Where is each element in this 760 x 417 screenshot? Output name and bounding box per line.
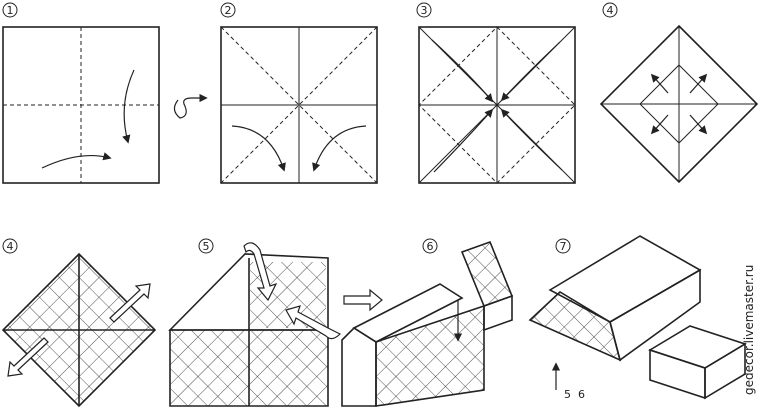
fold-in-arrow-right bbox=[285, 305, 342, 340]
step-4-top-number: 4 bbox=[607, 4, 614, 17]
step-7-box-front bbox=[609, 268, 701, 362]
next-step-arrow bbox=[343, 288, 383, 312]
pull-arrow-down-left bbox=[7, 337, 49, 377]
step-4-top: 4 bbox=[599, 2, 759, 184]
step-6-number: 6 bbox=[427, 240, 434, 253]
pull-arrow-up-right bbox=[109, 283, 151, 323]
small-box-side bbox=[704, 342, 746, 400]
step-3: 3 bbox=[416, 2, 576, 184]
step-1: 1 bbox=[2, 2, 160, 184]
credit-watermark: gedecor.livemaster.ru bbox=[742, 265, 756, 395]
step-5-number: 5 bbox=[203, 240, 210, 253]
small-box-front bbox=[649, 348, 706, 400]
step-5: 5 bbox=[168, 238, 342, 407]
side-label-6: 6 bbox=[578, 388, 585, 401]
step-3-number: 3 bbox=[421, 4, 428, 17]
step-7: 7 5 6 bbox=[528, 235, 747, 401]
fold-arrow-horizontal bbox=[41, 152, 112, 169]
step-1-number: 1 bbox=[7, 4, 14, 17]
step-4-bottom-number: 4 bbox=[7, 240, 14, 253]
turn-over-icon bbox=[173, 93, 208, 119]
step-4-bottom: 4 bbox=[1, 238, 157, 408]
step-2: 2 bbox=[220, 2, 378, 184]
fold-in-arrow-top bbox=[243, 242, 278, 302]
fold-arrow-vertical bbox=[122, 69, 135, 144]
step-2-number: 2 bbox=[225, 4, 232, 17]
step-7-number: 7 bbox=[560, 240, 567, 253]
small-box-top bbox=[648, 325, 747, 369]
side-label-5: 5 bbox=[564, 388, 571, 401]
step-6: 6 bbox=[341, 238, 514, 407]
